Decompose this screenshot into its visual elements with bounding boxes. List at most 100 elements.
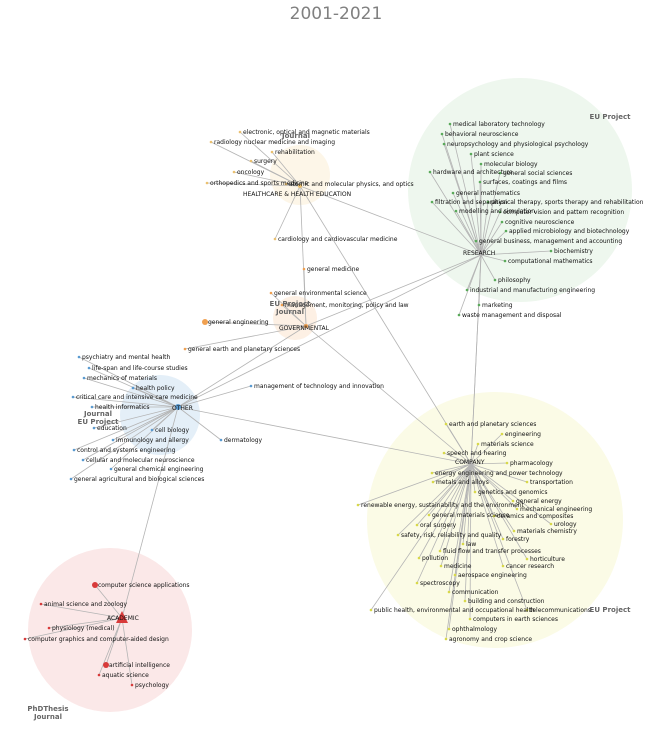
node-label: waste management and disposal bbox=[462, 312, 562, 319]
edge bbox=[470, 463, 514, 502]
node-label: management, monitoring, policy and law bbox=[285, 302, 409, 309]
node-dot bbox=[468, 617, 472, 621]
node-label: cardiology and cardiovascular medicine bbox=[278, 236, 398, 243]
node-dot bbox=[500, 220, 504, 224]
node-label: health informatics bbox=[95, 404, 149, 411]
node-dot bbox=[478, 180, 482, 184]
node-label: neuropsychology and physiological psycho… bbox=[447, 141, 589, 148]
node-label: general chemical engineering bbox=[114, 466, 204, 473]
node-dot bbox=[69, 477, 73, 481]
node-dot bbox=[369, 608, 373, 612]
node-dot bbox=[97, 673, 101, 677]
node-dot bbox=[90, 405, 94, 409]
edge bbox=[93, 406, 179, 429]
node-dot bbox=[92, 426, 96, 430]
node-dot bbox=[447, 590, 451, 594]
edge bbox=[462, 463, 472, 545]
node-label: general energy bbox=[516, 498, 562, 505]
node-label: orthopedics and sports medicine bbox=[210, 180, 309, 187]
hub-edge bbox=[305, 254, 482, 327]
edge bbox=[443, 143, 482, 256]
edge bbox=[48, 617, 123, 629]
edge bbox=[177, 385, 252, 408]
edge bbox=[271, 151, 301, 187]
node-dot bbox=[270, 150, 274, 154]
edge bbox=[470, 462, 508, 465]
edge bbox=[480, 172, 501, 256]
edge bbox=[480, 230, 507, 256]
node-label: filtration and separation bbox=[435, 199, 508, 206]
node-dot bbox=[473, 490, 477, 494]
node-label: cancer research bbox=[506, 563, 554, 570]
edge bbox=[470, 463, 476, 493]
node-label: general engineering bbox=[208, 319, 269, 326]
node-dot bbox=[438, 549, 442, 553]
edge bbox=[233, 171, 301, 187]
edge bbox=[70, 406, 179, 480]
edge bbox=[24, 617, 123, 640]
node-dot bbox=[249, 159, 253, 163]
edge bbox=[110, 406, 179, 470]
node-label: fluid flow and transfer processes bbox=[443, 548, 541, 555]
cluster-region-healthcare bbox=[270, 145, 330, 205]
node-label: modelling and simulation bbox=[459, 208, 535, 215]
node-label: aerospace engineering bbox=[458, 572, 527, 579]
edge bbox=[250, 160, 301, 187]
edge bbox=[470, 463, 504, 567]
hub-label-government: GOVERNMENTAL bbox=[279, 325, 330, 332]
node-label: computer vision and pattern recognition bbox=[503, 209, 624, 216]
node-dot bbox=[486, 200, 490, 204]
hub-edge bbox=[177, 254, 482, 408]
node-label: renewable energy, sustainability and the… bbox=[361, 502, 525, 509]
hub-edge bbox=[299, 185, 307, 327]
node-label: engineering bbox=[505, 431, 541, 438]
edge bbox=[121, 617, 133, 686]
edge bbox=[445, 463, 472, 640]
node-label: molecular biology bbox=[484, 161, 538, 168]
node-dot bbox=[463, 599, 467, 603]
hub-label-other: OTHER bbox=[172, 405, 193, 412]
node-dot bbox=[238, 130, 242, 134]
edge bbox=[480, 254, 496, 281]
node-dot bbox=[77, 355, 81, 359]
node-label: electronic, optical and magnetic materia… bbox=[243, 129, 370, 136]
edge bbox=[470, 463, 518, 510]
node-dot bbox=[87, 366, 91, 370]
node-label: general earth and planetary sciences bbox=[188, 346, 300, 353]
edge bbox=[281, 304, 307, 327]
node-label: surgery bbox=[254, 158, 277, 165]
hub-marker-healthcare bbox=[298, 184, 302, 188]
edge bbox=[416, 463, 472, 526]
node-dot bbox=[111, 438, 115, 442]
node-label: biochemistry bbox=[554, 248, 593, 255]
node-label: industrial and manufacturing engineering bbox=[470, 287, 595, 294]
hub-marker-academic bbox=[116, 611, 128, 623]
cluster-tag: PhDThesis bbox=[27, 705, 68, 713]
edge bbox=[458, 254, 482, 316]
node-label: ceramics and composites bbox=[497, 513, 573, 520]
node-dot bbox=[453, 573, 457, 577]
hub-label-research: RESEARCH bbox=[463, 250, 495, 257]
node-dot bbox=[515, 507, 519, 511]
cluster-tag: EU Project bbox=[590, 113, 632, 121]
cluster-region-academic bbox=[28, 548, 192, 712]
node-label: atomic and molecular physics, and optics bbox=[289, 181, 414, 188]
node-dot bbox=[493, 278, 497, 282]
node-dot bbox=[431, 480, 435, 484]
edge bbox=[206, 182, 301, 187]
node-dot bbox=[549, 522, 553, 526]
node-dot bbox=[504, 229, 508, 233]
edge bbox=[285, 183, 301, 187]
node-label: general business, management and account… bbox=[479, 238, 622, 245]
hub-edge bbox=[177, 406, 472, 465]
edge bbox=[469, 463, 472, 620]
edge bbox=[431, 201, 482, 256]
node-label: metals and alloys bbox=[436, 479, 489, 486]
edge bbox=[204, 321, 307, 327]
hub-edge bbox=[177, 325, 307, 408]
node-label: oral surgery bbox=[420, 522, 457, 529]
edge bbox=[82, 406, 179, 461]
node-label: communication bbox=[452, 589, 499, 596]
hub-edge bbox=[299, 185, 472, 465]
